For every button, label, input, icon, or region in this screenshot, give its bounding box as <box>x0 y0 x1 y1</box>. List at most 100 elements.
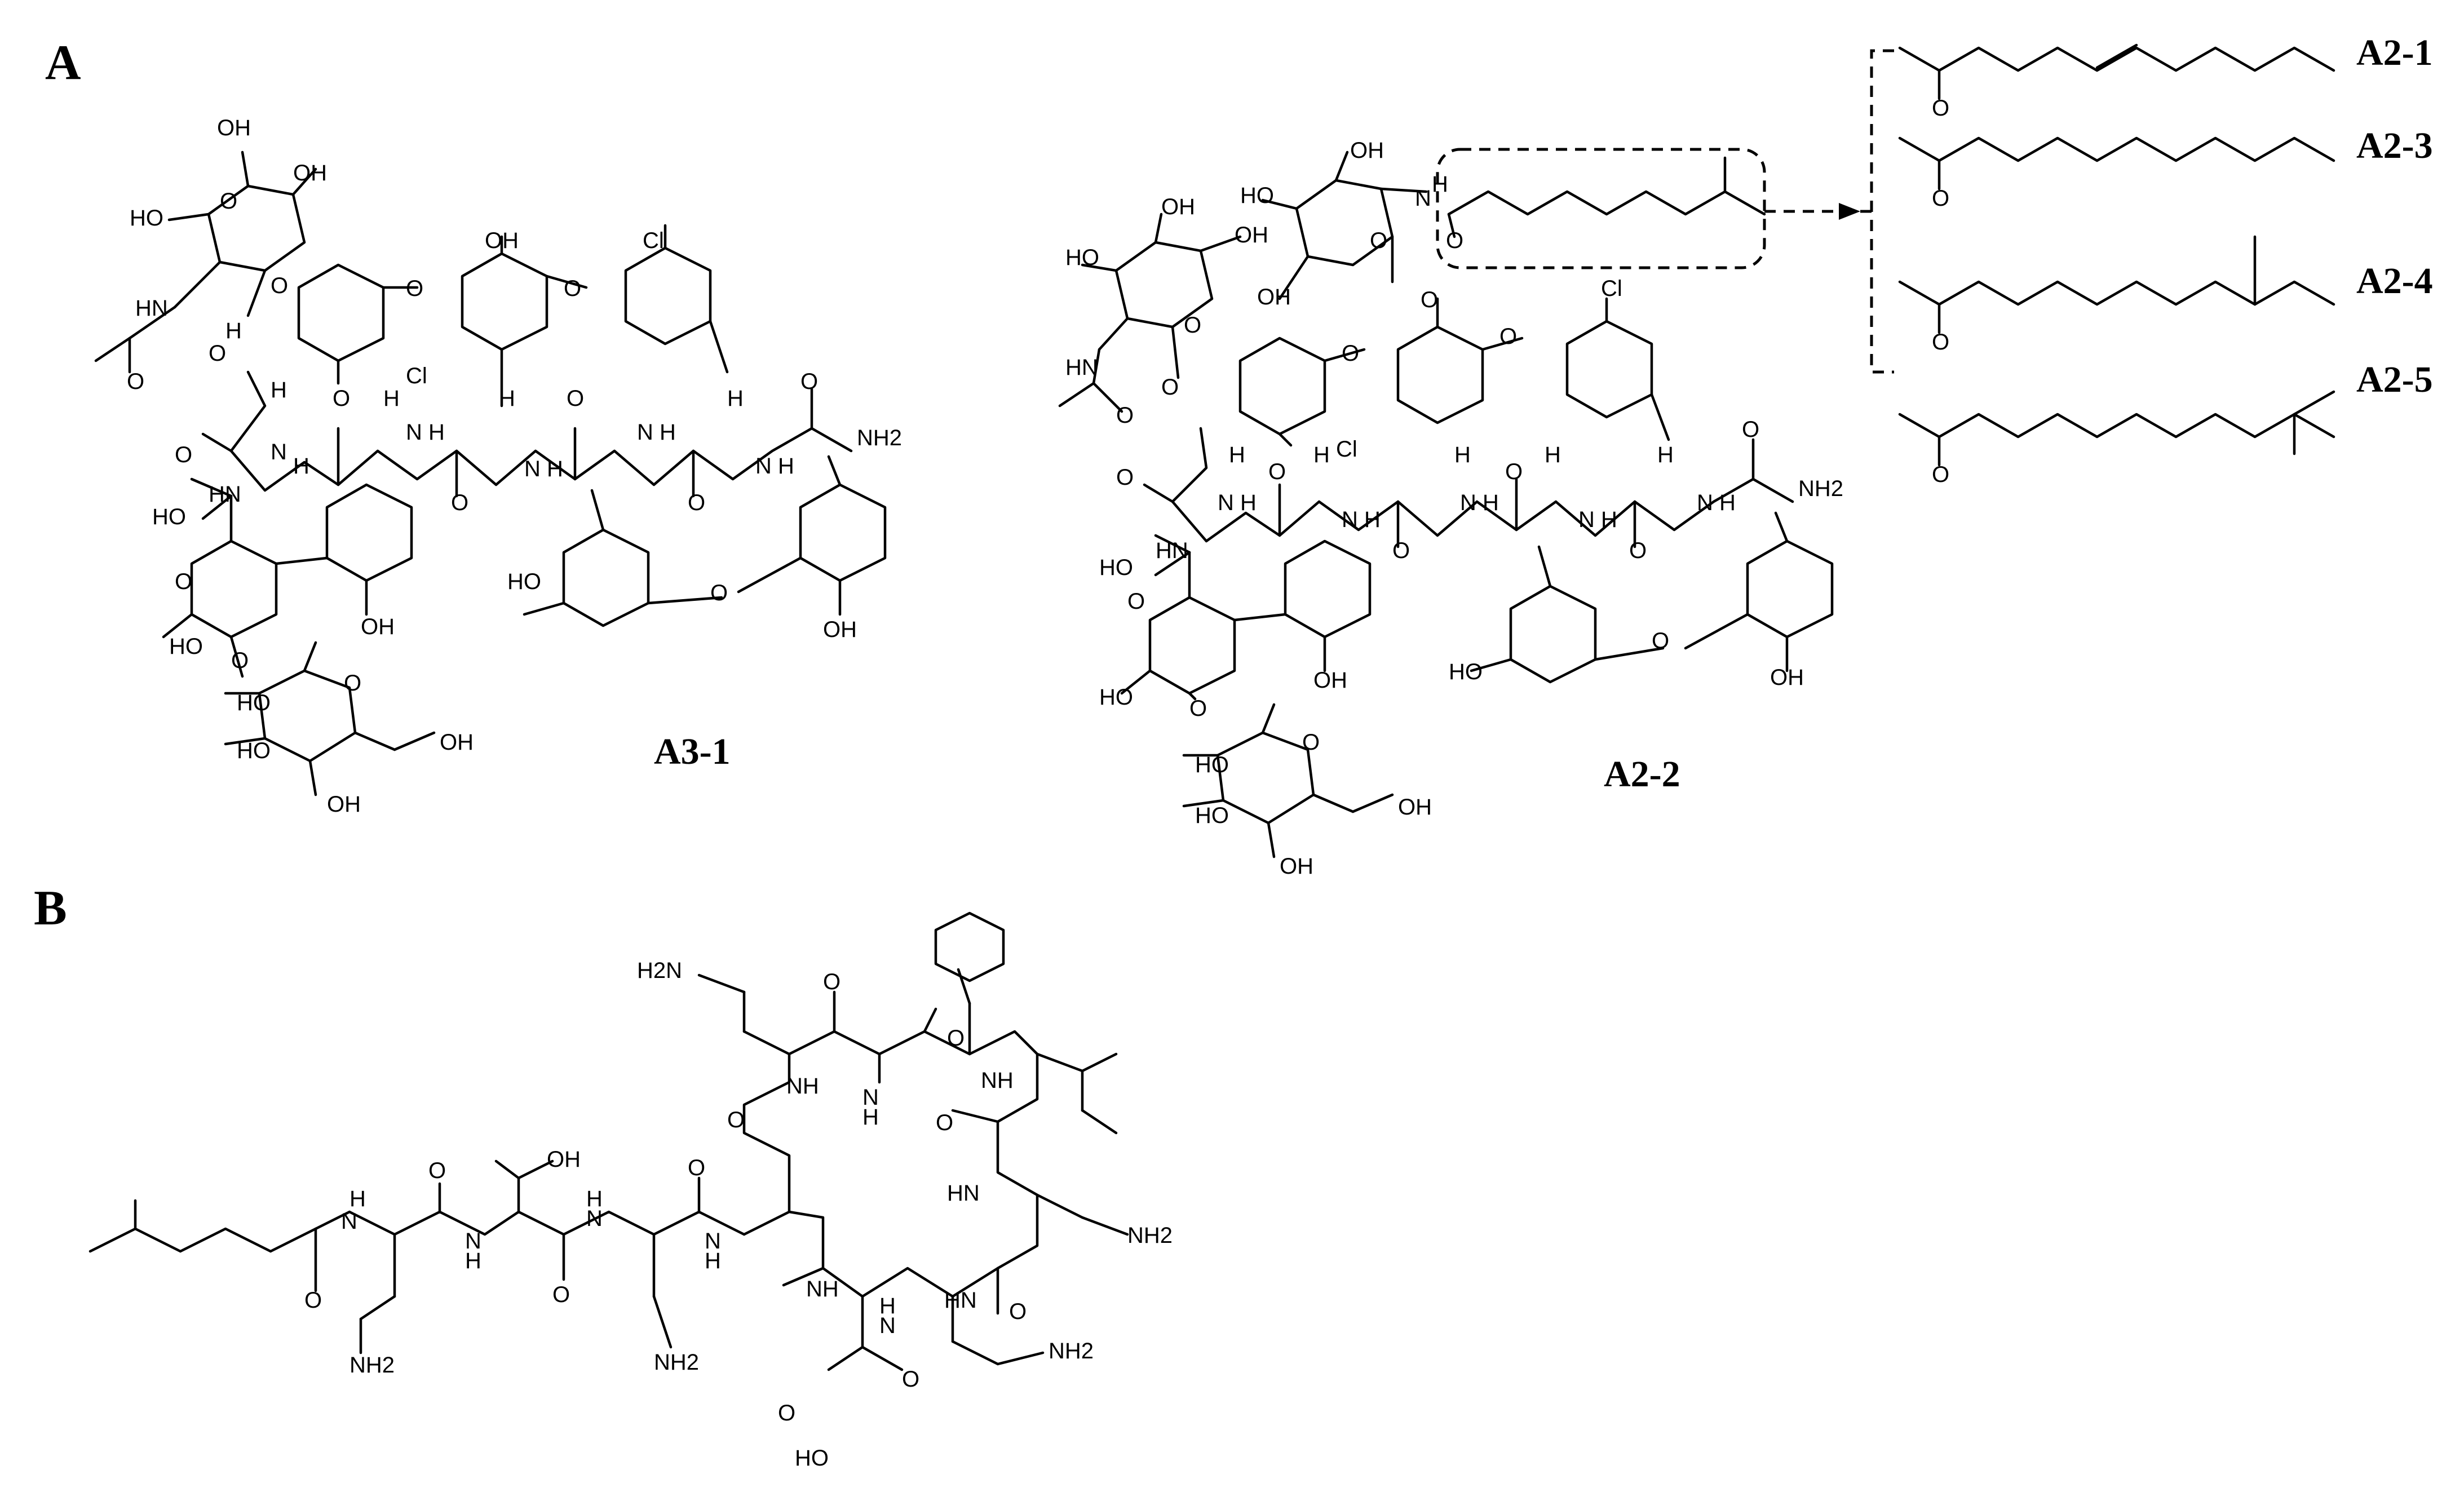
atom-label: OH <box>823 617 857 642</box>
atom-label: OH <box>327 792 361 817</box>
atom-label: NH2 <box>857 426 902 450</box>
atom-label: N <box>524 457 541 481</box>
atom-label: O <box>1127 589 1145 614</box>
atom-label: O <box>823 969 840 994</box>
panel-label-a: A <box>45 36 81 90</box>
atom-label: HO <box>507 569 541 594</box>
atom-label: N <box>465 1229 481 1254</box>
acyl-variant-connector <box>1764 49 1894 374</box>
atom-label: H <box>383 386 400 411</box>
atom-label: HN <box>1065 355 1098 380</box>
atom-label: O <box>1446 228 1463 253</box>
atom-label: H <box>1657 442 1674 467</box>
atom-label: H <box>499 386 515 411</box>
atom-label: O <box>1161 375 1179 400</box>
atom-label: O <box>231 648 249 673</box>
structure-panel-b <box>89 911 1129 1371</box>
atom-label: HO <box>795 1446 829 1471</box>
atom-label: HO <box>237 738 271 763</box>
atom-label: H <box>727 386 744 411</box>
structure-a3-1 <box>94 150 887 796</box>
panel-label-b: B <box>34 881 67 936</box>
atom-label: O <box>902 1367 919 1392</box>
atom-label: HO <box>1195 803 1229 828</box>
atom-label: O <box>800 369 818 394</box>
atom-label: O <box>1932 330 1949 355</box>
atom-label: O <box>564 276 581 301</box>
atom-label: H <box>350 1186 366 1211</box>
atom-label: H <box>1432 172 1448 197</box>
compound-label-a2-1: A2-1 <box>2356 32 2433 73</box>
atom-label: O <box>1302 730 1320 755</box>
amine-label: NH2 <box>1798 476 1843 501</box>
atom-label: OH <box>361 614 395 639</box>
atom-label: H <box>1229 442 1245 467</box>
atom-label: N <box>586 1206 603 1231</box>
atom-label: NH2 <box>654 1350 699 1375</box>
atom-label: O <box>1629 538 1647 563</box>
atom-label: N <box>271 440 287 464</box>
atom-label: H <box>1240 490 1257 515</box>
atom-label: O <box>451 490 468 515</box>
atom-label: H <box>1545 442 1561 467</box>
atom-label: HO <box>1449 659 1483 684</box>
atom-label: O <box>567 386 584 411</box>
atom-label: H <box>547 457 563 481</box>
atom-label: HN <box>944 1288 977 1313</box>
atom-label: H <box>879 1294 896 1318</box>
atom-label: O <box>304 1288 322 1313</box>
atom-label: O <box>1009 1299 1027 1324</box>
acyl-variants <box>1898 43 2335 467</box>
atom-label: N <box>1218 490 1234 515</box>
atom-label: H <box>1313 442 1330 467</box>
atom-label: OH <box>1161 194 1195 219</box>
atom-label: H <box>1601 507 1617 532</box>
compound-label-a3-1: A3-1 <box>654 731 731 772</box>
atom-label: H <box>271 378 287 402</box>
atom-label: H <box>1483 490 1499 515</box>
atom-label: OH <box>1257 285 1291 309</box>
atom-label: H <box>1454 442 1471 467</box>
atom-label: O <box>175 442 192 467</box>
atom-label: HN <box>1156 538 1188 563</box>
atom-label: O <box>947 1026 965 1051</box>
atom-label: NH2 <box>350 1353 395 1378</box>
atom-label: O <box>710 581 728 605</box>
atom-label: NH <box>786 1074 819 1099</box>
atom-label: HO <box>1099 555 1133 580</box>
atom-label: OH <box>1280 854 1313 879</box>
atom-label: OH <box>485 228 519 253</box>
atom-label: HO <box>1195 752 1229 777</box>
atom-labels-panel-b: O H N NH2 O N H OH O H N NH2 O N H O NH … <box>304 958 1173 1471</box>
atom-label: O <box>1742 417 1759 442</box>
atom-label: H2N <box>637 958 682 983</box>
atom-label: HO <box>169 634 203 659</box>
atom-label: N <box>341 1209 357 1234</box>
atom-label: Cl <box>1601 276 1622 301</box>
atom-label: Cl <box>1336 437 1357 462</box>
atom-label: H <box>1719 490 1736 515</box>
atom-label: O <box>1499 324 1517 349</box>
atom-label: H <box>705 1249 721 1273</box>
atom-label: O <box>344 671 361 696</box>
atom-label: O <box>727 1108 745 1132</box>
atom-label: HN <box>209 482 241 507</box>
atom-label: NH <box>981 1068 1014 1093</box>
atom-label: O <box>1932 186 1949 211</box>
atom-label: H <box>862 1105 879 1130</box>
atom-labels-a3-1: OH OH HO O HN H O O OH O O Cl Cl H H H H… <box>127 116 902 817</box>
atom-label: Cl <box>406 364 427 388</box>
atom-label: N <box>705 1229 721 1254</box>
atom-label: O <box>428 1158 446 1183</box>
atom-label: O <box>1505 459 1523 484</box>
atom-label: O <box>778 1401 795 1425</box>
atom-label: O <box>220 189 237 214</box>
compound-label-a2-2: A2-2 <box>1604 754 1680 795</box>
compound-label-a2-3: A2-3 <box>2356 125 2433 166</box>
atom-label: O <box>688 490 705 515</box>
atom-label: N <box>1342 507 1358 532</box>
atom-label: NH <box>806 1277 839 1301</box>
atom-label: HO <box>1065 245 1099 270</box>
atom-label: O <box>406 276 423 301</box>
